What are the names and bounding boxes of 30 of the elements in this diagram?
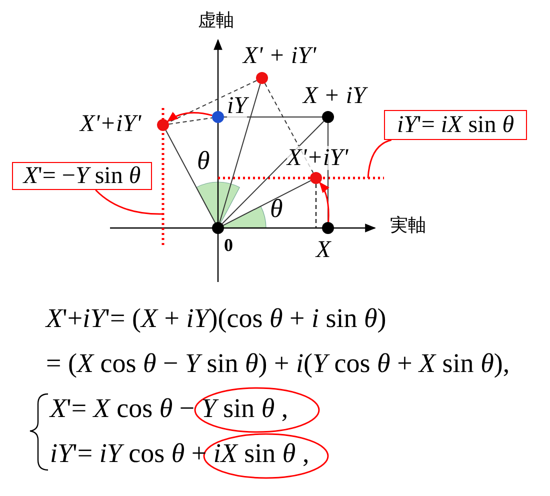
point-label: iY: [227, 94, 248, 118]
point-marker: [322, 111, 334, 123]
leader-line: [95, 189, 163, 215]
point-marker: [212, 222, 224, 234]
line-segment: [222, 120, 324, 224]
angle-label: θ: [197, 148, 210, 174]
formula: = (X cos θ − Y sin θ) + i(Y cos θ + X sin θ),: [46, 350, 510, 377]
line-segment: [219, 83, 261, 223]
arrow: [319, 182, 330, 222]
point-marker: [157, 119, 169, 131]
callout-box: iY'= iX sin θ: [384, 110, 527, 140]
dashed-line: [168, 80, 258, 123]
callout-box: X'= −Y sin θ: [12, 162, 152, 190]
leader-line: [367, 139, 392, 178]
arrow: [166, 112, 212, 122]
angle-label: θ: [270, 196, 283, 222]
formula: X'+iY'= (X + iY)(cos θ + i sin θ): [46, 305, 386, 332]
line-segment: [165, 130, 216, 224]
point-label: 0: [224, 236, 233, 254]
point-label: X'+iY': [287, 146, 348, 170]
point-marker: [310, 172, 322, 184]
point-marker: [212, 111, 224, 123]
line-segment: [222, 180, 312, 226]
formula: iY'= iY cos θ + iX sin θ ,: [50, 440, 310, 467]
formula: X'= X cos θ − Y sin θ ,: [50, 395, 288, 422]
axis-label: 実軸: [390, 217, 426, 235]
axis-label: 虚軸: [198, 12, 234, 30]
dashed-line: [168, 117, 213, 125]
point-marker: [322, 222, 334, 234]
point-marker: [256, 72, 268, 84]
